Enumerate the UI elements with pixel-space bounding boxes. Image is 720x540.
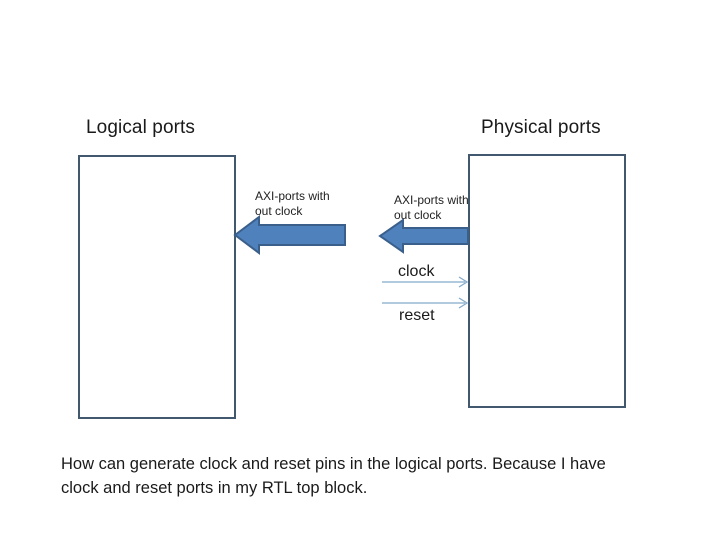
axi-block-arrow-right-icon xyxy=(378,218,469,254)
clock-arrow-line xyxy=(382,276,469,288)
logical-ports-box xyxy=(78,155,236,419)
physical-ports-title: Physical ports xyxy=(481,117,601,138)
reset-arrowhead-icon xyxy=(458,297,469,309)
reset-signal-label: reset xyxy=(399,307,435,324)
slide-caption: How can generate clock and reset pins in… xyxy=(61,455,606,497)
logical-ports-title: Logical ports xyxy=(86,117,196,138)
axi-ports-label-right: AXI-ports with out clock xyxy=(394,193,469,222)
axi-block-arrow-left-icon xyxy=(233,215,346,255)
clock-arrowhead-icon xyxy=(458,276,469,288)
physical-ports-box xyxy=(468,154,626,408)
axi-ports-label-left: AXI-ports with out clock xyxy=(255,189,330,218)
clock-signal-label: clock xyxy=(398,263,435,280)
reset-arrow-line xyxy=(382,297,469,309)
